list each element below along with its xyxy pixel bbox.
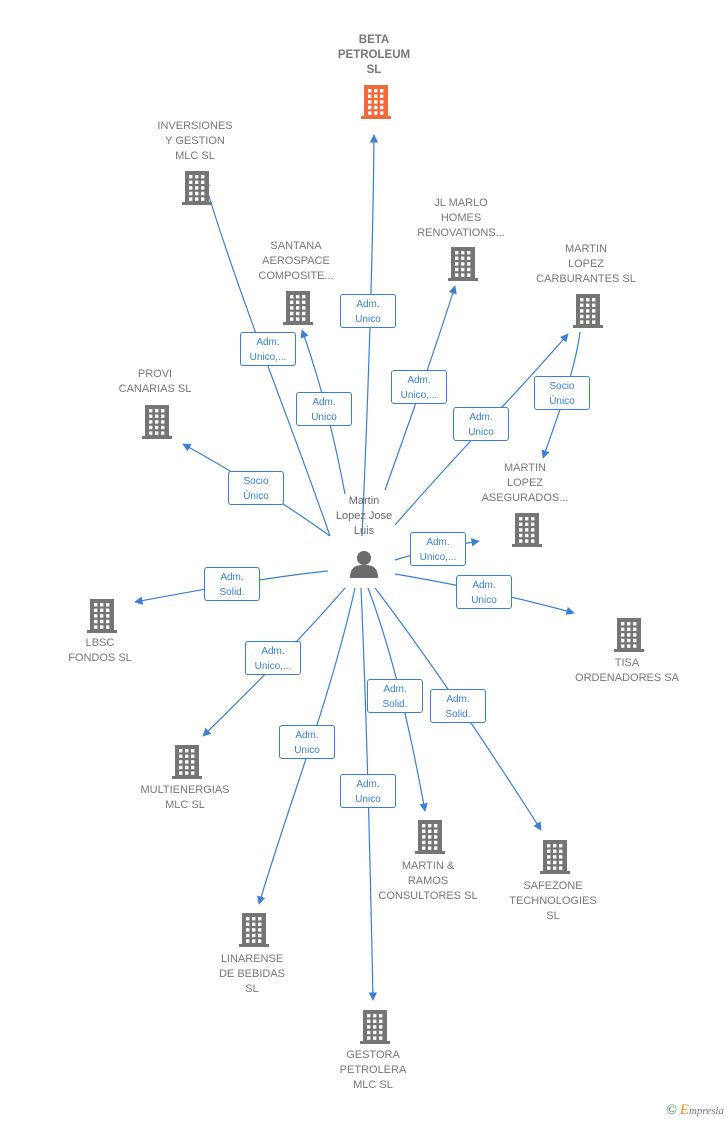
relation-label-jlmarlo[interactable]: Adm. Unico,... (391, 370, 447, 404)
person-label[interactable]: Martin Lopez Jose Luis (335, 495, 393, 537)
relation-label-mlcarburantes[interactable]: Adm. Unico (453, 407, 509, 441)
brand-initial: E (679, 1102, 689, 1118)
building-icon-martinramos[interactable] (415, 820, 445, 854)
company-label-linarense[interactable]: LINARENSE DE BEBIDAS SL (218, 952, 286, 995)
building-icon-safezone[interactable] (540, 840, 570, 874)
relation-label-tisa[interactable]: Adm. Unico (456, 575, 512, 609)
company-label-provi[interactable]: PROVI CANARIAS SL (118, 368, 192, 395)
relation-label-beta[interactable]: Adm. Unico (340, 294, 396, 328)
company-label-tisa[interactable]: TISA ORDENADORES SA (575, 657, 679, 684)
edge-person-beta (361, 134, 379, 537)
company-label-mlcarburantes[interactable]: MARTIN LOPEZ CARBURANTES SL (536, 242, 636, 285)
icons-layer (87, 85, 644, 1044)
relation-label-santana[interactable]: Adm. Unico (296, 392, 352, 426)
company-label-santana[interactable]: SANTANA AEROSPACE COMPOSITE... (258, 239, 334, 282)
company-label-safezone[interactable]: SAFEZONE TECHNOLOGIES SL (509, 879, 597, 922)
brand-logo: © Empresia (666, 1102, 724, 1119)
relation-label-lbsc[interactable]: Adm. Solid. (204, 567, 260, 601)
relation-label-mlasegurados[interactable]: Adm. Unico,... (410, 532, 466, 566)
company-label-inversiones[interactable]: INVERSIONES Y GESTION MLC SL (157, 119, 233, 162)
building-icon-mlcarburantes[interactable] (573, 294, 603, 328)
building-icon-inversiones[interactable] (182, 171, 212, 205)
company-label-jlmarlo[interactable]: JL MARLO HOMES RENOVATIONS... (417, 196, 505, 239)
building-icon-santana[interactable] (283, 291, 313, 325)
company-label-gestora[interactable]: GESTORA PETROLERA MLC SL (339, 1048, 407, 1091)
relation-label-gestora[interactable]: Adm. Unico (340, 774, 396, 808)
relation-label-martinramos[interactable]: Adm. Solid. (367, 679, 423, 713)
company-label-multienergias[interactable]: MULTIENERGIAS MLC SL (140, 784, 230, 811)
relation-label-linarense[interactable]: Adm. Unico (279, 725, 335, 759)
relation-label-provi[interactable]: Socio Único (228, 471, 284, 505)
brand-name: mpresia (688, 1105, 724, 1117)
relation-label-multienergias[interactable]: Adm. Unico,... (245, 641, 301, 675)
building-icon-jlmarlo[interactable] (448, 247, 478, 281)
company-label-beta[interactable]: BETA PETROLEUM SL (337, 33, 411, 76)
building-icon-lbsc[interactable] (87, 599, 117, 633)
building-icon-mlasegurados[interactable] (512, 513, 542, 547)
relation-label-mlasegurados[interactable]: Socio Único (534, 376, 590, 410)
person-icon[interactable] (350, 551, 378, 578)
copyright-icon: © (666, 1103, 678, 1118)
building-icon-tisa[interactable] (614, 618, 644, 652)
company-label-mlasegurados[interactable]: MARTIN LOPEZ ASEGURADOS... (481, 461, 569, 504)
company-label-martinramos[interactable]: MARTIN & RAMOS CONSULTORES SL (378, 859, 478, 902)
building-icon-linarense[interactable] (239, 913, 269, 947)
building-icon-gestora[interactable] (360, 1010, 390, 1044)
relation-label-inversiones[interactable]: Adm. Unico,... (240, 332, 296, 366)
building-icon-multienergias[interactable] (172, 745, 202, 779)
company-label-lbsc[interactable]: LBSC FONDOS SL (68, 637, 132, 664)
building-icon-beta[interactable] (361, 85, 391, 119)
building-icon-provi[interactable] (142, 405, 172, 439)
relation-label-safezone[interactable]: Adm. Solid. (430, 689, 486, 723)
